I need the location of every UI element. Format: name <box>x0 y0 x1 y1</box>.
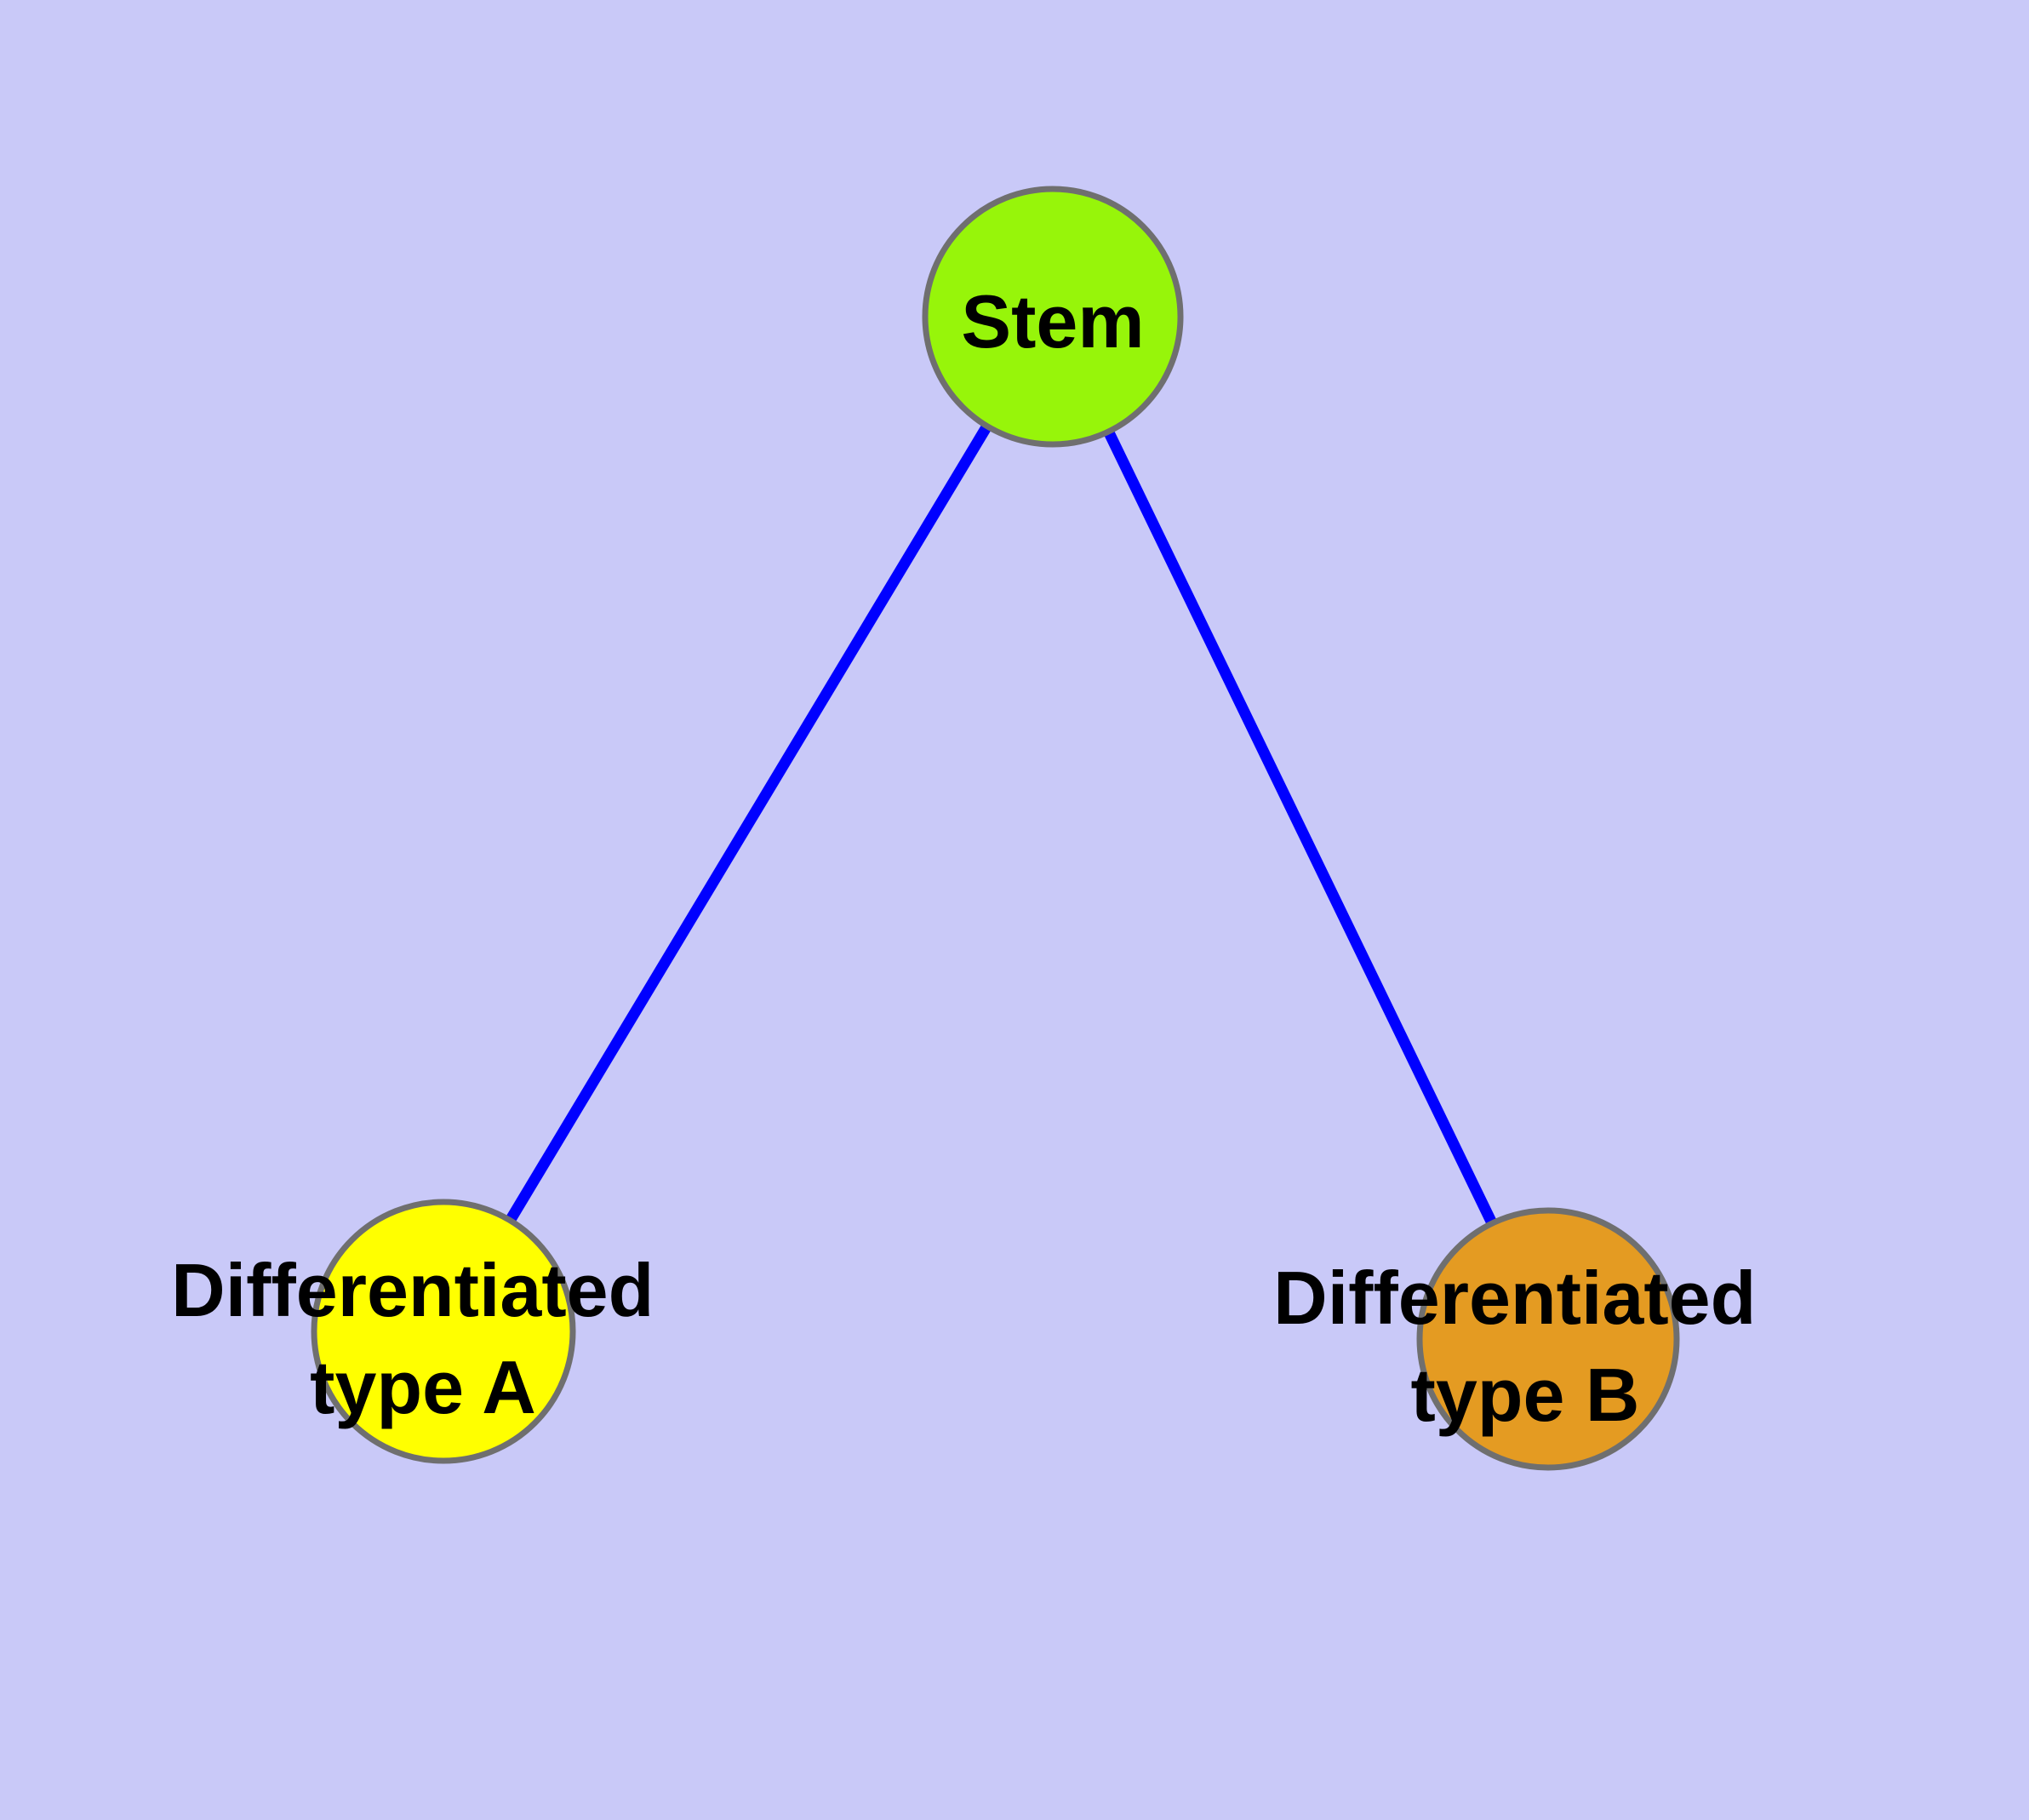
differentiated-type-a-node-label: Differentiated type A <box>171 1248 675 1429</box>
stem-node-circle <box>922 186 1184 448</box>
edge-stem-to-type-a <box>438 313 1058 1335</box>
stem-node-label: Stem <box>961 279 1144 363</box>
node-differentiated-type-a: Differentiated type A <box>171 1199 675 1464</box>
node-stem: Stem <box>922 186 1184 448</box>
differentiated-type-a-node-circle <box>311 1199 576 1464</box>
differentiated-type-b-node-circle <box>1416 1207 1680 1471</box>
edge-stem-to-type-b <box>1048 314 1553 1342</box>
edge-layer <box>438 313 1553 1342</box>
differentiated-type-b-node-label: Differentiated type B <box>1273 1256 1777 1437</box>
node-differentiated-type-b: Differentiated type B <box>1273 1207 1777 1471</box>
